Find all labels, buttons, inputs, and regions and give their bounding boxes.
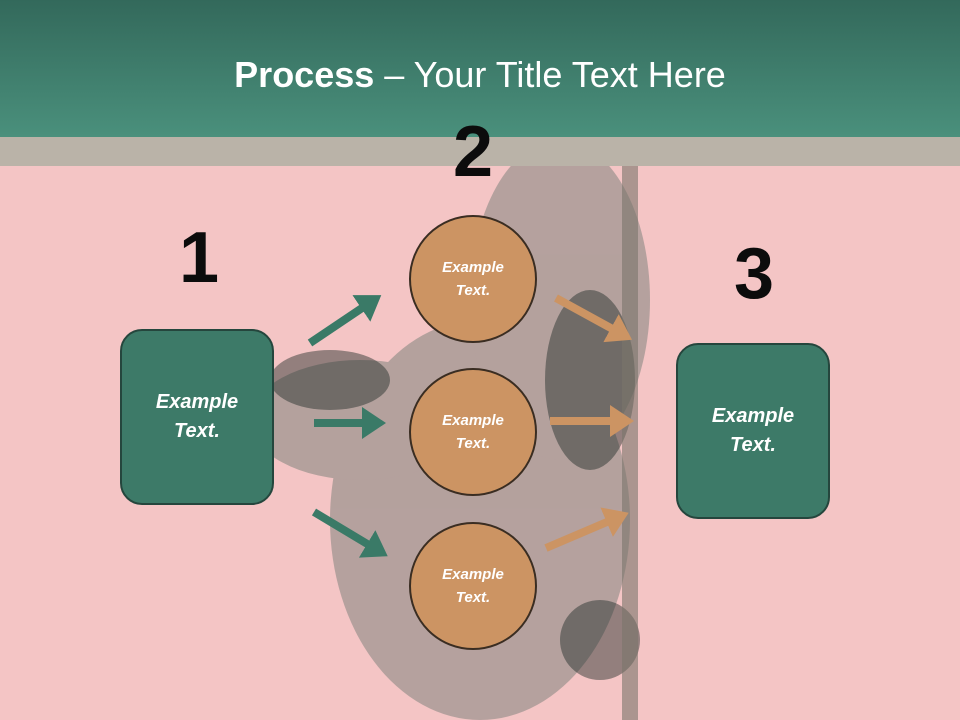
arrow-step1-to-circle3 — [311, 508, 388, 558]
arrow-circle1-to-step3 — [554, 294, 633, 343]
header-strip — [0, 137, 960, 166]
circle-1-text: Example Text. — [442, 259, 504, 299]
step1-box: Example Text. — [120, 329, 274, 505]
arrow-circle3-to-step3 — [544, 507, 629, 552]
step2-circle-3: Example Text. — [409, 522, 537, 650]
title-bold: Process — [234, 54, 375, 95]
arrow-step1-to-circle1 — [307, 295, 382, 347]
step3-text: Example Text. — [711, 405, 795, 456]
step-number-2: 2 — [452, 112, 494, 192]
step2-circle-2: Example Text. — [409, 368, 537, 496]
step2-circle-1: Example Text. — [409, 215, 537, 343]
header-bar — [0, 0, 960, 137]
step-number-3: 3 — [733, 234, 775, 314]
circle-3-text: Example Text. — [442, 566, 504, 606]
step1-text: Example Text. — [155, 391, 239, 442]
slide-title: Process – Your Title Text Here — [0, 54, 960, 96]
circle-2-text: Example Text. — [442, 412, 504, 452]
step3-box: Example Text. — [676, 343, 830, 519]
title-rest: – Your Title Text Here — [374, 54, 726, 95]
step-number-1: 1 — [178, 218, 220, 298]
